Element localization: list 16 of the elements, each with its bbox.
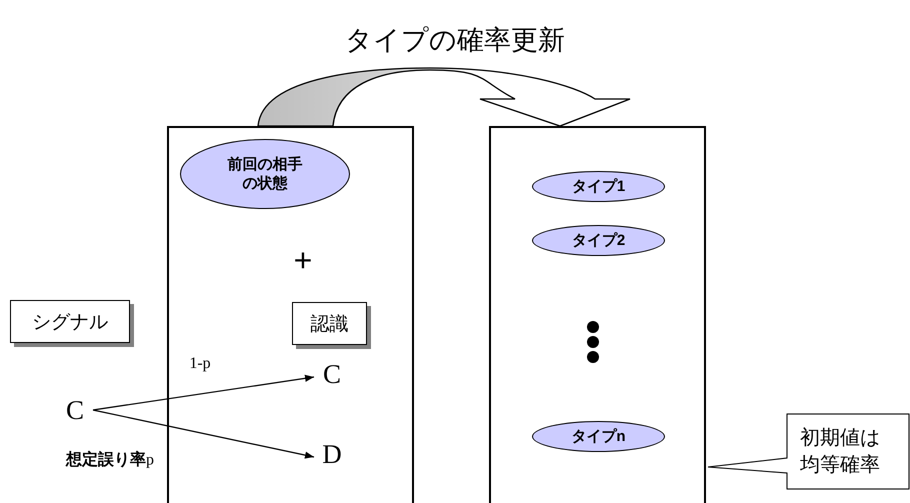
panel-box xyxy=(489,126,706,503)
ellipse-node: タイプ2 xyxy=(532,225,665,256)
block-arrow xyxy=(257,67,631,127)
title: タイプの確率更新 xyxy=(344,24,566,57)
edge-label: 想定誤り率p xyxy=(64,450,156,470)
ellipse-node: タイプn xyxy=(532,421,665,452)
arrow xyxy=(92,409,314,459)
ellipse-node: タイプ1 xyxy=(532,171,665,202)
ellipse-node: 前回の相手の状態 xyxy=(180,139,350,209)
callout: 初期値は均等確率 xyxy=(706,413,910,490)
symbol-text: D xyxy=(312,434,352,474)
symbol-text: C xyxy=(55,390,95,430)
panel-box xyxy=(167,126,414,503)
symbol-text: C xyxy=(312,354,352,394)
plus-sign: + xyxy=(292,240,314,280)
arrow xyxy=(92,374,314,411)
